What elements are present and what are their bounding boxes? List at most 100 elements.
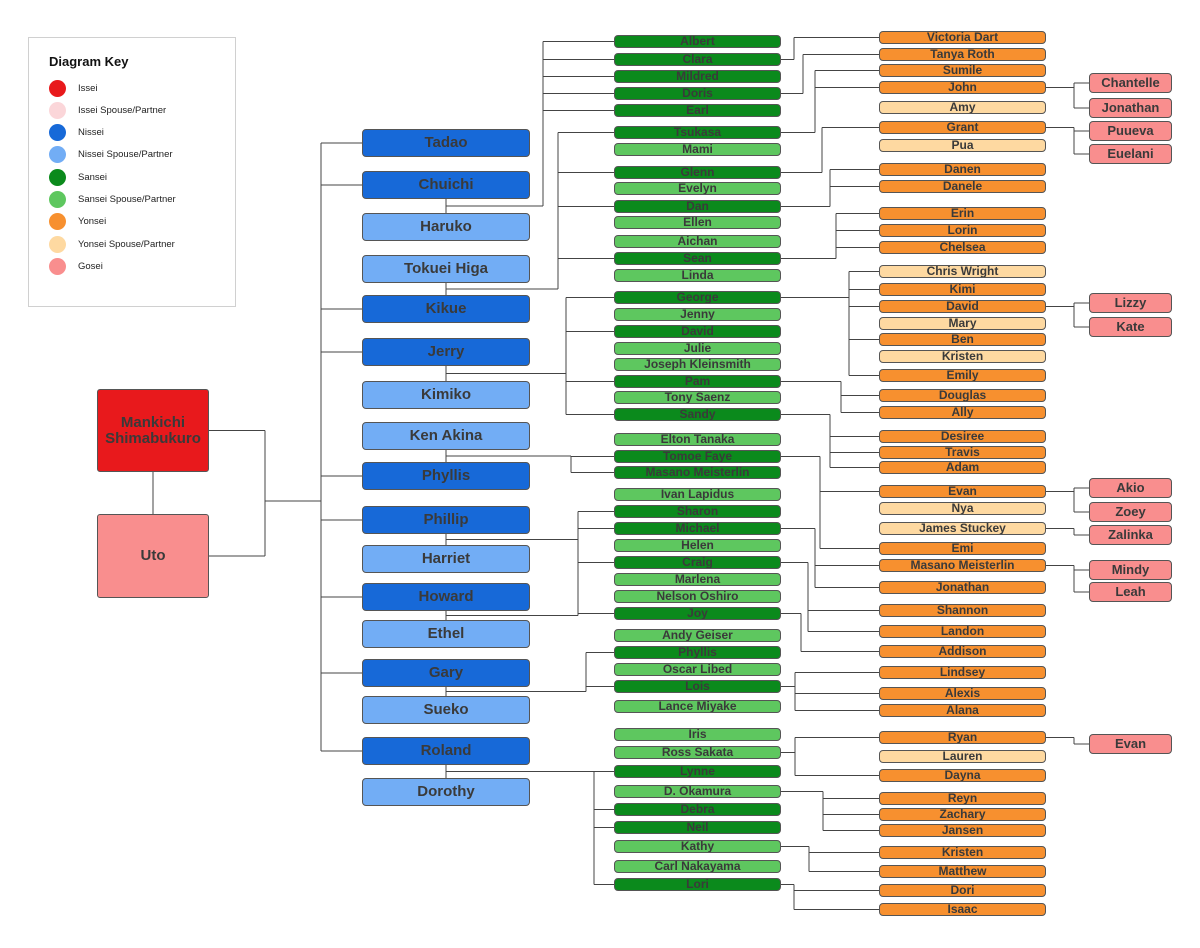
gosei-person-box: Mindy [1089, 560, 1172, 580]
sansei-person-box: Evelyn [614, 182, 781, 195]
nissei-person-box: Haruko [362, 213, 530, 241]
key-color-swatch [49, 191, 66, 208]
yonsei-person-box: Ben [879, 333, 1046, 346]
yonsei-person-box: Lauren [879, 750, 1046, 763]
yonsei-person-box: John [879, 81, 1046, 94]
yonsei-person-box: Nya [879, 502, 1046, 515]
sansei-person-box: Sean [614, 252, 781, 265]
sansei-person-box: George [614, 291, 781, 304]
yonsei-person-box: Matthew [879, 865, 1046, 878]
yonsei-person-box: Shannon [879, 604, 1046, 617]
nissei-person-box: Ken Akina [362, 422, 530, 450]
key-label: Issei [78, 82, 98, 94]
sansei-person-box: Lois [614, 680, 781, 693]
yonsei-person-box: Addison [879, 645, 1046, 658]
sansei-person-box: Marlena [614, 573, 781, 586]
yonsei-person-box: Kimi [879, 283, 1046, 296]
gosei-person-box: Jonathan [1089, 98, 1172, 118]
gosei-person-box: Leah [1089, 582, 1172, 602]
sansei-person-box: Ivan Lapidus [614, 488, 781, 501]
yonsei-person-box: Kristen [879, 846, 1046, 859]
key-color-swatch [49, 79, 66, 97]
nissei-person-box: Kikue [362, 295, 530, 323]
sansei-person-box: Lynne [614, 765, 781, 778]
yonsei-person-box: James Stuckey [879, 522, 1046, 535]
nissei-person-box: Kimiko [362, 381, 530, 409]
yonsei-person-box: Mary [879, 317, 1046, 330]
gosei-person-box: Zoey [1089, 502, 1172, 522]
gosei-person-box: Euelani [1089, 144, 1172, 164]
gosei-person-box: Evan [1089, 734, 1172, 754]
yonsei-person-box: Landon [879, 625, 1046, 638]
key-item: Sansei [49, 168, 107, 186]
key-color-swatch [49, 235, 66, 253]
yonsei-person-box: Reyn [879, 792, 1046, 805]
key-color-swatch [49, 101, 66, 119]
sansei-person-box: Julie [614, 342, 781, 355]
yonsei-person-box: Dori [879, 884, 1046, 897]
sansei-person-box: Glenn [614, 166, 781, 179]
sansei-person-box: Pam [614, 375, 781, 388]
sansei-person-box: Elton Tanaka [614, 433, 781, 446]
yonsei-person-box: Danen [879, 163, 1046, 176]
key-color-swatch [49, 124, 66, 142]
sansei-person-box: Ellen [614, 216, 781, 229]
sansei-person-box: Debra [614, 803, 781, 816]
sansei-person-box: D. Okamura [614, 785, 781, 798]
yonsei-person-box: Isaac [879, 903, 1046, 916]
gosei-person-box: Kate [1089, 317, 1172, 337]
sansei-person-box: Carl Nakayama [614, 860, 781, 873]
issei-person-box: Uto [97, 514, 209, 598]
yonsei-person-box: Tanya Roth [879, 48, 1046, 61]
key-item: Yonsei [49, 213, 106, 231]
yonsei-person-box: Zachary [879, 808, 1046, 821]
yonsei-person-box: Danele [879, 180, 1046, 193]
nissei-person-box: Dorothy [362, 778, 530, 806]
key-label: Sansei [78, 171, 108, 183]
sansei-person-box: Neil [614, 821, 781, 834]
key-label: Gosei [78, 260, 103, 272]
sansei-person-box: Linda [614, 269, 781, 282]
nissei-person-box: Ethel [362, 620, 530, 648]
nissei-person-box: Tadao [362, 129, 530, 157]
gosei-person-box: Akio [1089, 478, 1172, 498]
yonsei-person-box: Douglas [879, 389, 1046, 402]
nissei-person-box: Roland [362, 737, 530, 765]
yonsei-person-box: Sumile [879, 64, 1046, 77]
sansei-person-box: Iris [614, 728, 781, 741]
yonsei-person-box: Kristen [879, 350, 1046, 363]
yonsei-person-box: Adam [879, 461, 1046, 474]
key-color-swatch [49, 146, 66, 164]
yonsei-person-box: Alana [879, 704, 1046, 717]
sansei-person-box: David [614, 325, 781, 338]
issei-person-box: Mankichi Shimabukuro [97, 389, 209, 472]
sansei-person-box: Nelson Oshiro [614, 590, 781, 603]
nissei-person-box: Phillip [362, 506, 530, 534]
nissei-person-box: Sueko [362, 696, 530, 724]
sansei-person-box: Lori [614, 878, 781, 891]
sansei-person-box: Mildred [614, 70, 781, 83]
sansei-person-box: Tsukasa [614, 126, 781, 139]
key-item: Issei [49, 79, 98, 97]
sansei-person-box: Oscar Libed [614, 663, 781, 676]
key-label: Issei Spouse/Partner [78, 104, 167, 116]
yonsei-person-box: Ally [879, 406, 1046, 419]
sansei-person-box: Dan [614, 200, 781, 213]
nissei-person-box: Gary [362, 659, 530, 687]
sansei-person-box: Masano Meisterlin [614, 466, 781, 479]
key-label: Yonsei Spouse/Partner [78, 238, 175, 250]
yonsei-person-box: Victoria Dart [879, 31, 1046, 44]
nissei-person-box: Jerry [362, 338, 530, 366]
sansei-person-box: Albert [614, 35, 781, 48]
gosei-person-box: Chantelle [1089, 73, 1172, 93]
gosei-person-box: Lizzy [1089, 293, 1172, 313]
nissei-person-box: Phyllis [362, 462, 530, 490]
key-item: Nissei [49, 124, 104, 142]
yonsei-person-box: Dayna [879, 769, 1046, 782]
sansei-person-box: Tony Saenz [614, 391, 781, 404]
sansei-person-box: Michael [614, 522, 781, 535]
yonsei-person-box: Emily [879, 369, 1046, 382]
sansei-person-box: Jenny [614, 308, 781, 321]
